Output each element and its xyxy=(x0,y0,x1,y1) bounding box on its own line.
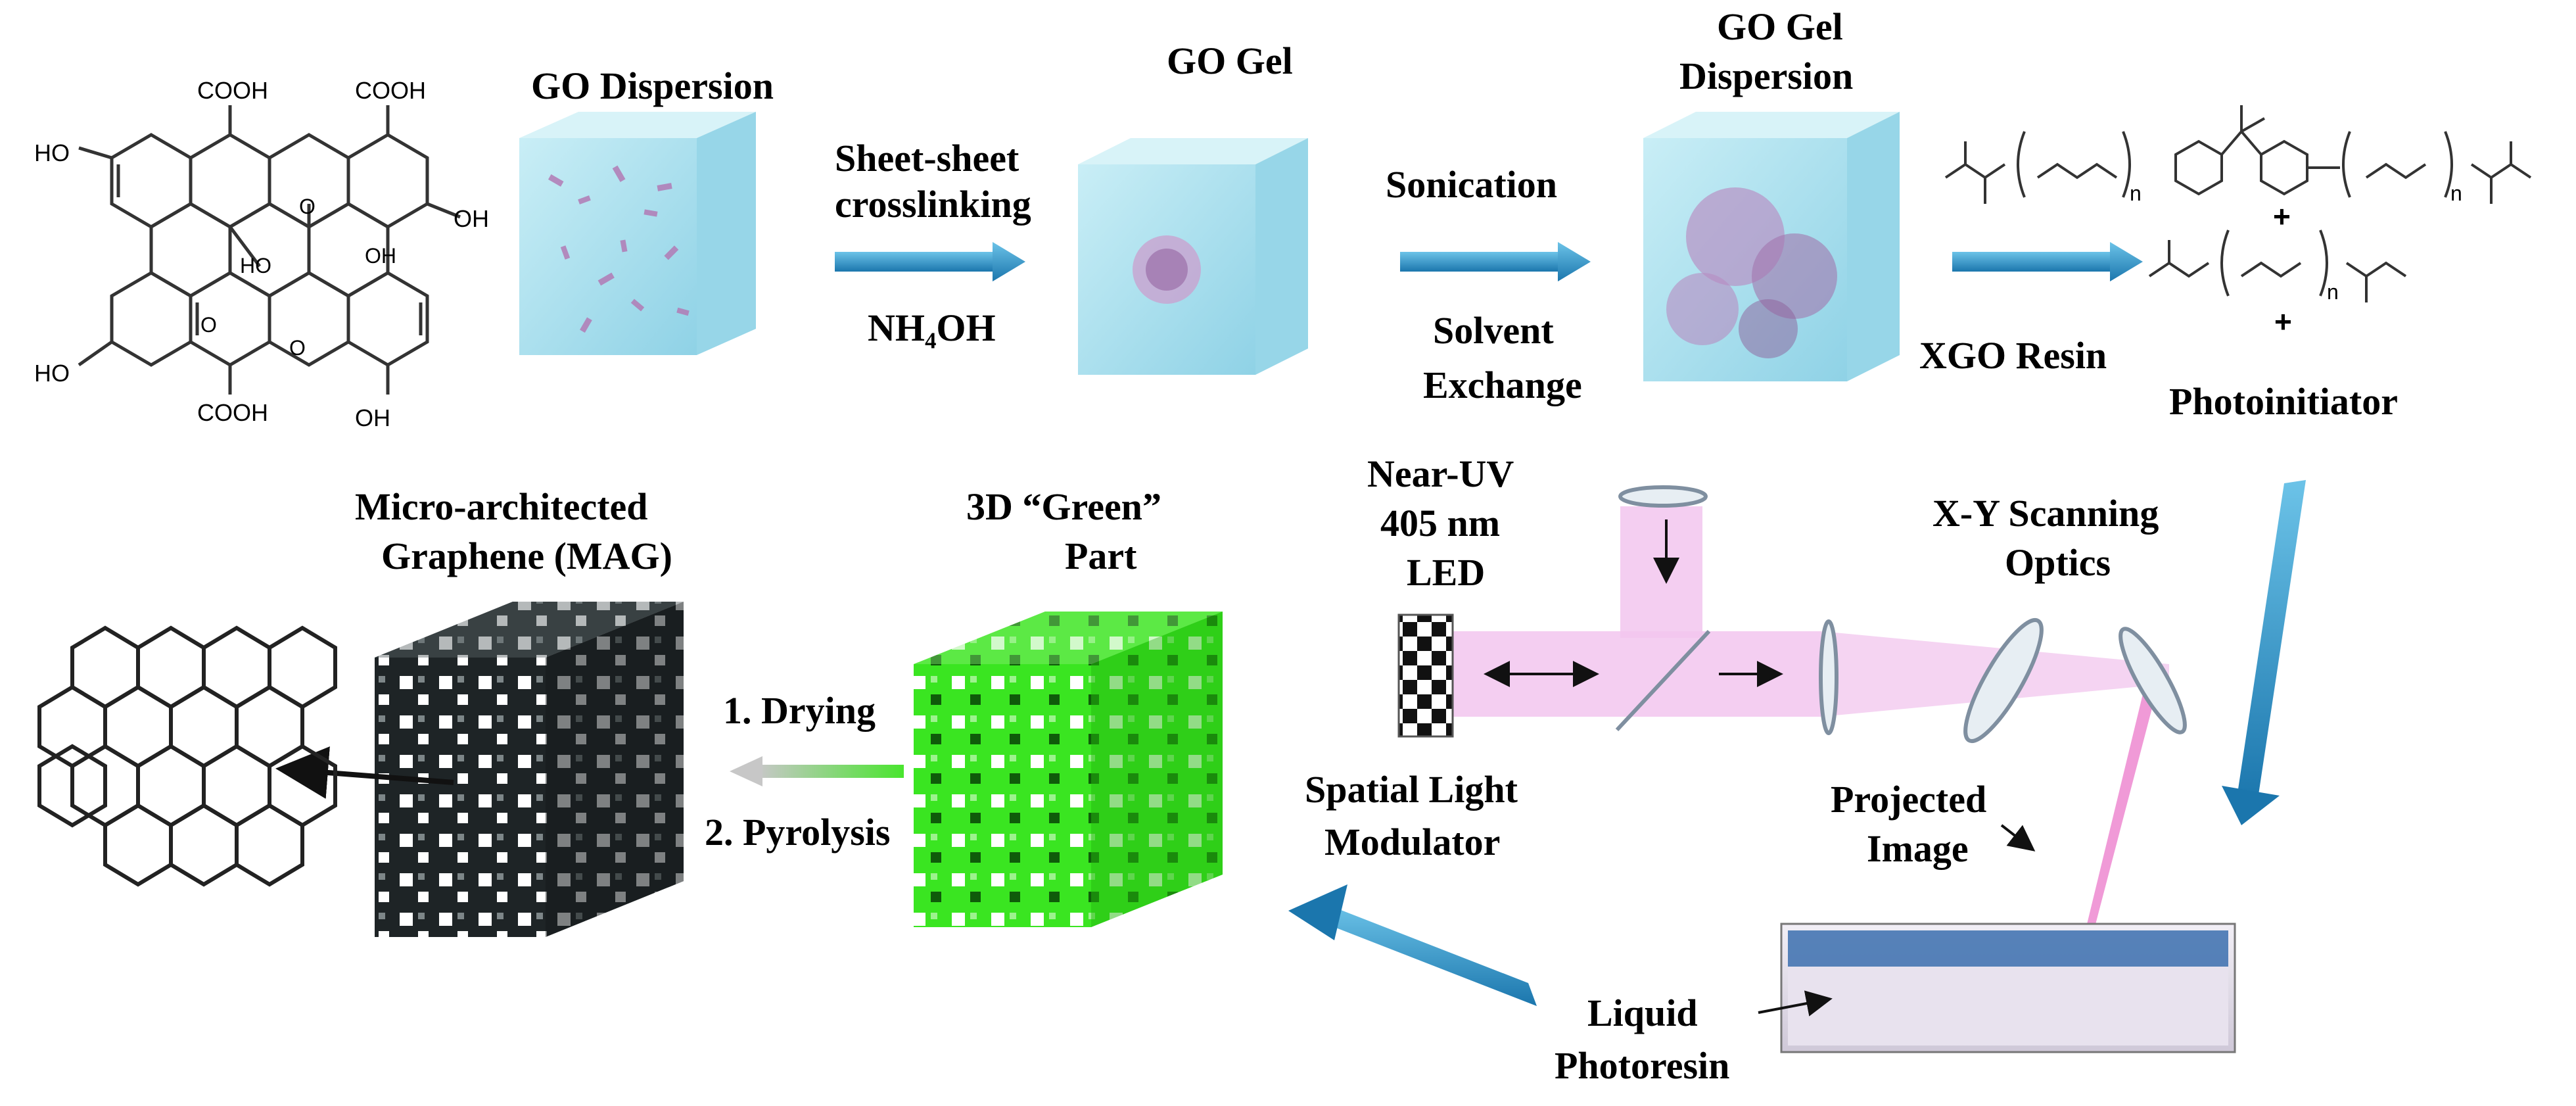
label-xgo-resin: XGO Resin xyxy=(1919,334,2107,377)
label-go-dispersion: GO Dispersion xyxy=(531,64,774,107)
label-gel-dispersion-1: GO Gel xyxy=(1717,5,1843,48)
label-slm-2: Modulator xyxy=(1324,821,1500,863)
chem-resin-n1: n xyxy=(2130,181,2142,205)
chem-cooh-top-left: COOH xyxy=(197,77,268,104)
label-exchange: Exchange xyxy=(1423,364,1582,406)
go-gel-cube xyxy=(1078,138,1308,375)
chem-cooh-top-right: COOH xyxy=(355,77,426,104)
chem-oh-right: OH xyxy=(454,205,489,232)
chem-oh-center: OH xyxy=(365,244,396,268)
mag-lattice-cube xyxy=(375,602,684,937)
projected-pointer xyxy=(2002,825,2031,848)
graphene-honeycomb xyxy=(39,628,335,884)
green-lattice-cube xyxy=(914,612,1223,927)
label-solvent: Solvent xyxy=(1433,309,1554,352)
chem-resin-n3: n xyxy=(2327,280,2339,304)
chem-plus-1: + xyxy=(2273,199,2291,233)
go-dispersion-cube xyxy=(519,112,756,355)
graphene-oxide-structure xyxy=(79,105,460,395)
label-crosslinking: crosslinking xyxy=(835,183,1031,226)
label-nh4oh: NH₄OH xyxy=(868,306,996,349)
label-photoresin: Photoresin xyxy=(1555,1044,1729,1087)
label-projected: Projected xyxy=(1831,778,1986,821)
label-slm-1: Spatial Light xyxy=(1305,768,1518,811)
arrow-xgo-resin xyxy=(1952,242,2143,281)
label-green-part-2: Part xyxy=(1065,535,1137,577)
label-mag-2: Graphene (MAG) xyxy=(381,535,672,577)
chem-plus-2: + xyxy=(2274,304,2292,339)
label-liquid: Liquid xyxy=(1587,992,1698,1034)
label-mag-1: Micro-architected xyxy=(355,485,648,528)
arrow-crosslinking xyxy=(835,242,1025,281)
arrow-to-tray xyxy=(2222,480,2306,825)
label-drying: 1. Drying xyxy=(723,689,876,732)
label-led: LED xyxy=(1407,551,1485,594)
chem-ho-left-1: HO xyxy=(34,139,70,166)
label-gel-dispersion-2: Dispersion xyxy=(1679,55,1853,97)
arrow-to-green-part xyxy=(1288,884,1537,1006)
label-optics: Optics xyxy=(2005,541,2111,584)
label-sonication: Sonication xyxy=(1386,163,1557,206)
label-sheet-sheet: Sheet-sheet xyxy=(835,137,1019,180)
arrow-drying-pyrolysis xyxy=(730,756,904,786)
chem-epoxy-o-3: O xyxy=(289,336,306,360)
chem-resin-n2: n xyxy=(2450,181,2462,205)
label-near-uv: Near-UV xyxy=(1367,452,1514,495)
chem-epoxy-o-1: O xyxy=(200,313,217,337)
spatial-light-modulator xyxy=(1399,615,1453,736)
label-go-gel: GO Gel xyxy=(1167,39,1293,82)
resin-molecule-acrylate xyxy=(2149,230,2406,302)
label-xy-scanning: X-Y Scanning xyxy=(1932,492,2159,535)
chem-epoxy-o-2: O xyxy=(299,195,316,218)
chem-oh-bottom: OH xyxy=(355,404,390,431)
chem-ho-left-2: HO xyxy=(34,360,70,387)
label-image: Image xyxy=(1867,827,1969,870)
arrow-sonication xyxy=(1400,242,1591,281)
go-gel-dispersion-cube xyxy=(1643,112,1900,381)
chem-ho-center: HO xyxy=(240,254,271,277)
label-photoinitiator: Photoinitiator xyxy=(2169,380,2398,423)
resin-molecule-bisphenol xyxy=(1946,105,2531,204)
label-green-part-1: 3D “Green” xyxy=(966,485,1161,528)
photoresin-tray xyxy=(1781,924,2235,1052)
chem-cooh-bottom: COOH xyxy=(197,399,268,426)
label-pyrolysis: 2. Pyrolysis xyxy=(705,811,891,854)
label-405nm: 405 nm xyxy=(1380,502,1500,544)
